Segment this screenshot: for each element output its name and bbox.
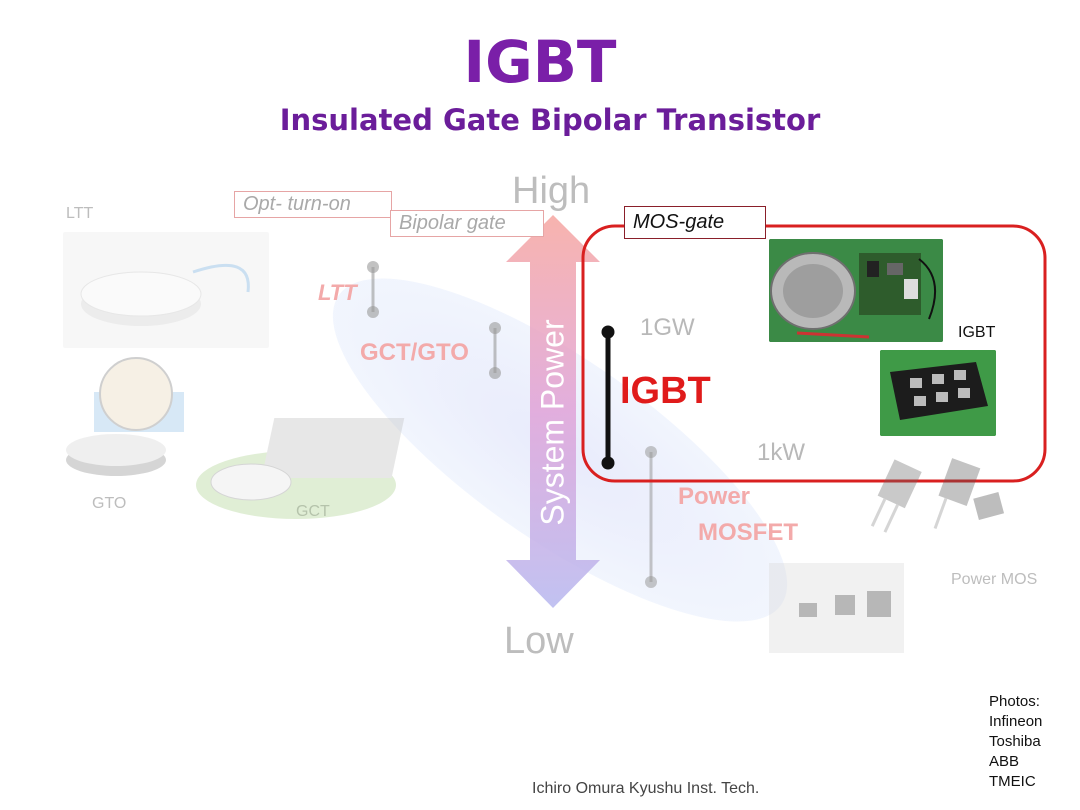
power-mos-packages-image [870,458,1005,533]
footer-author: Ichiro Omura Kyushu Inst. Tech. [532,780,760,797]
power-level-1gw: 1GW [640,314,695,341]
photo-label-ltt: LTT [66,205,94,222]
tag-mos-gate: MOS-gate [624,206,766,239]
photo-label-gct: GCT [296,503,330,521]
photo-label-power-mos: Power MOS [951,571,1038,588]
igbt-presspack-photo [769,239,943,342]
igbt-module-image [880,350,996,436]
igbt-highlight-frame [581,224,1047,483]
axis-system-power-label: System Power [534,319,571,526]
photo-credits: Photos: Infineon Toshiba ABB TMEIC [989,692,1042,792]
ltt-photo [63,232,269,348]
gct-device-image [196,418,405,519]
credit-line: ABB [989,753,1020,770]
tag-bipolar-gate: Bipolar gate [390,210,544,237]
device-label-ltt: LTT [318,280,357,305]
photo-label-gto: GTO [92,495,127,512]
slide-title: IGBT [463,28,617,96]
credit-line: Photos: [989,693,1040,710]
slide-subtitle: Insulated Gate Bipolar Transistor [279,103,821,137]
axis-high-label: High [512,170,591,212]
tag-opt-turn-on: Opt- turn-on [234,191,392,218]
igbt-module-photo [880,350,996,436]
igbt-presspack-image [769,239,943,342]
power-mos-packages-photo [860,455,1020,555]
power-mos-small-photo [769,563,904,653]
device-label-igbt: IGBT [620,370,711,412]
photo-label-igbt: IGBT [958,324,996,341]
power-arrow [506,215,600,608]
gct-photo [196,410,416,520]
power-mos-small-image [799,591,891,617]
axis-low-label: Low [504,620,574,662]
device-label-power: Power [678,483,751,510]
credit-line: Infineon [989,713,1043,730]
gto-device-image [66,357,184,476]
device-label-gct-gto: GCT/GTO [360,339,469,366]
ltt-device-image [80,263,250,326]
credit-line: Toshiba [989,733,1041,750]
credit-line: TMEIC [989,773,1036,790]
power-level-1kw: 1kW [757,439,805,466]
gto-photo [64,352,184,482]
device-label-mosfet: MOSFET [698,519,798,546]
